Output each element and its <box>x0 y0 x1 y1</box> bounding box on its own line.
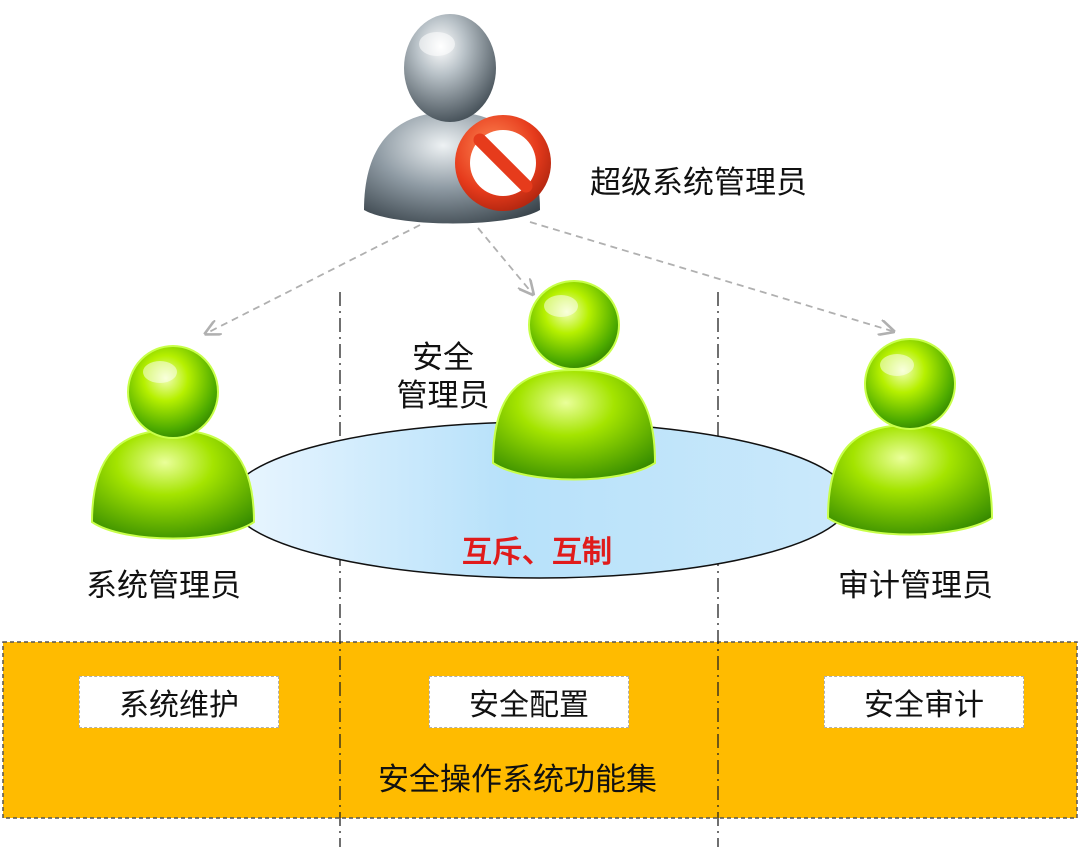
security-config-box: 安全配置 <box>429 676 629 728</box>
arrow-to-audit-admin <box>529 221 892 331</box>
security-admin-label-line2: 管理员 <box>396 378 490 414</box>
system-admin-label: 系统管理员 <box>86 568 241 604</box>
mutual-restriction-label: 互斥、互制 <box>462 535 612 570</box>
function-set-label: 安全操作系统功能集 <box>378 762 657 798</box>
prohibited-icon <box>455 115 551 211</box>
green-user-icon <box>90 345 256 540</box>
system-maintenance-box: 系统维护 <box>79 676 279 728</box>
delegation-arrows <box>207 221 892 333</box>
function-set-panel <box>2 641 1078 819</box>
security-audit-box: 安全审计 <box>824 676 1024 728</box>
arrow-to-system-admin <box>207 224 421 333</box>
security-admin-label-line1: 安全 <box>412 340 474 376</box>
super-admin-label: 超级系统管理员 <box>590 165 807 201</box>
arrow-to-security-admin <box>477 227 532 293</box>
green-user-icon <box>491 280 657 481</box>
audit-admin-label: 审计管理员 <box>838 568 993 604</box>
green-user-icon <box>826 338 994 536</box>
